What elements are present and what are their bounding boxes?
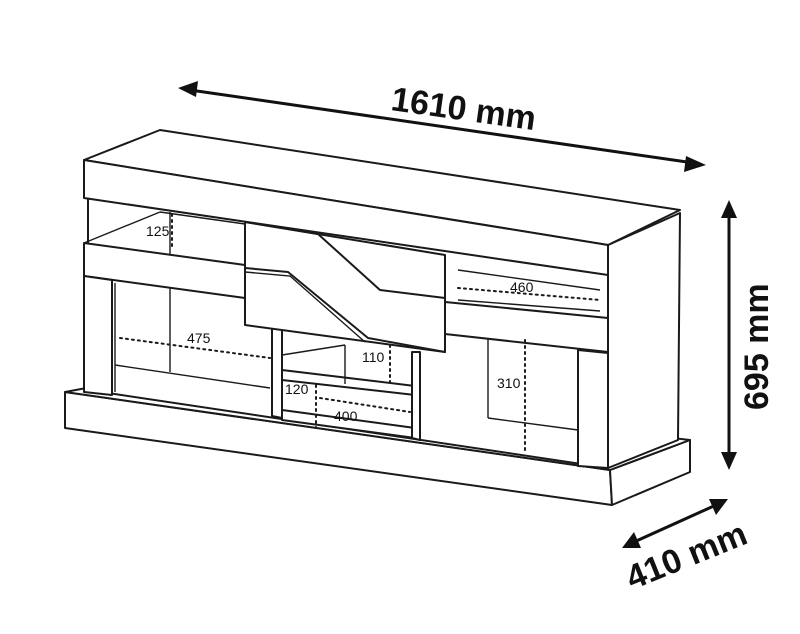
- right-upright: [577, 349, 609, 469]
- width-arrow-head-left: [178, 81, 198, 97]
- height-arrow-head-top: [721, 200, 737, 218]
- label-475: 475: [187, 330, 211, 346]
- depth-label: 410 mm: [621, 515, 753, 598]
- label-120: 120: [285, 381, 309, 397]
- height-arrow-head-bottom: [721, 452, 737, 470]
- height-dimension: 695 mm: [721, 200, 776, 470]
- label-310: 310: [497, 375, 521, 391]
- measure-line-460: [457, 287, 601, 301]
- depth-arrow-head-right: [709, 499, 728, 515]
- depth-arrow-line: [633, 503, 717, 544]
- label-110: 110: [362, 349, 385, 365]
- measure-line-475: [119, 337, 271, 359]
- width-arrow-head-right: [684, 156, 706, 172]
- cabinet-right-side: [607, 212, 681, 469]
- label-125: 125: [146, 223, 170, 239]
- depth-arrow-head-left: [622, 532, 641, 548]
- depth-dimension: 410 mm: [621, 499, 753, 598]
- height-label: 695 mm: [738, 283, 776, 410]
- top-panel: [83, 129, 681, 276]
- label-460: 460: [510, 279, 534, 295]
- left-uprights: [83, 275, 283, 419]
- label-400: 400: [334, 408, 358, 424]
- width-arrow-line: [189, 88, 695, 165]
- inner-labels: 125 460 475 110 120 400 310: [146, 223, 534, 424]
- inner-measure-lines: [119, 213, 601, 453]
